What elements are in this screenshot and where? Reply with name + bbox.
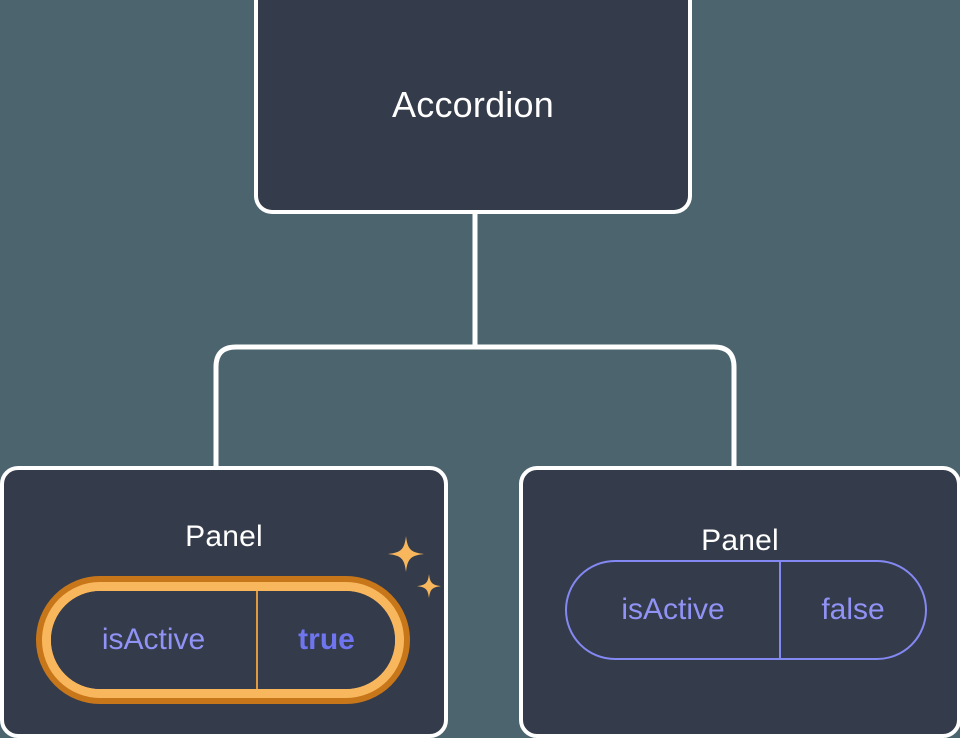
node-panel-inactive[interactable]: Panel isActive false	[519, 466, 960, 738]
prop-key-label: isActive	[51, 591, 258, 689]
prop-pill-highlight-ring	[42, 582, 404, 698]
sparkle-group	[388, 536, 441, 599]
prop-pill-isactive-true[interactable]: isActive true	[36, 576, 410, 704]
prop-key-label: isActive	[567, 562, 781, 658]
sparkle-large-icon	[388, 536, 424, 572]
prop-pill-isactive-false-wrap: isActive false	[565, 560, 927, 660]
prop-value-label: false	[821, 593, 885, 626]
prop-value-label: true	[298, 623, 355, 656]
node-panel-active-title: Panel	[185, 520, 263, 553]
sparkle-small-icon	[417, 574, 441, 599]
node-accordion[interactable]: Accordion	[254, 0, 692, 214]
node-accordion-title: Accordion	[392, 84, 554, 125]
prop-pill-isactive-false[interactable]: isActive false	[565, 560, 927, 660]
node-panel-inactive-title: Panel	[701, 524, 779, 557]
prop-pill-content: isActive true	[51, 591, 395, 689]
